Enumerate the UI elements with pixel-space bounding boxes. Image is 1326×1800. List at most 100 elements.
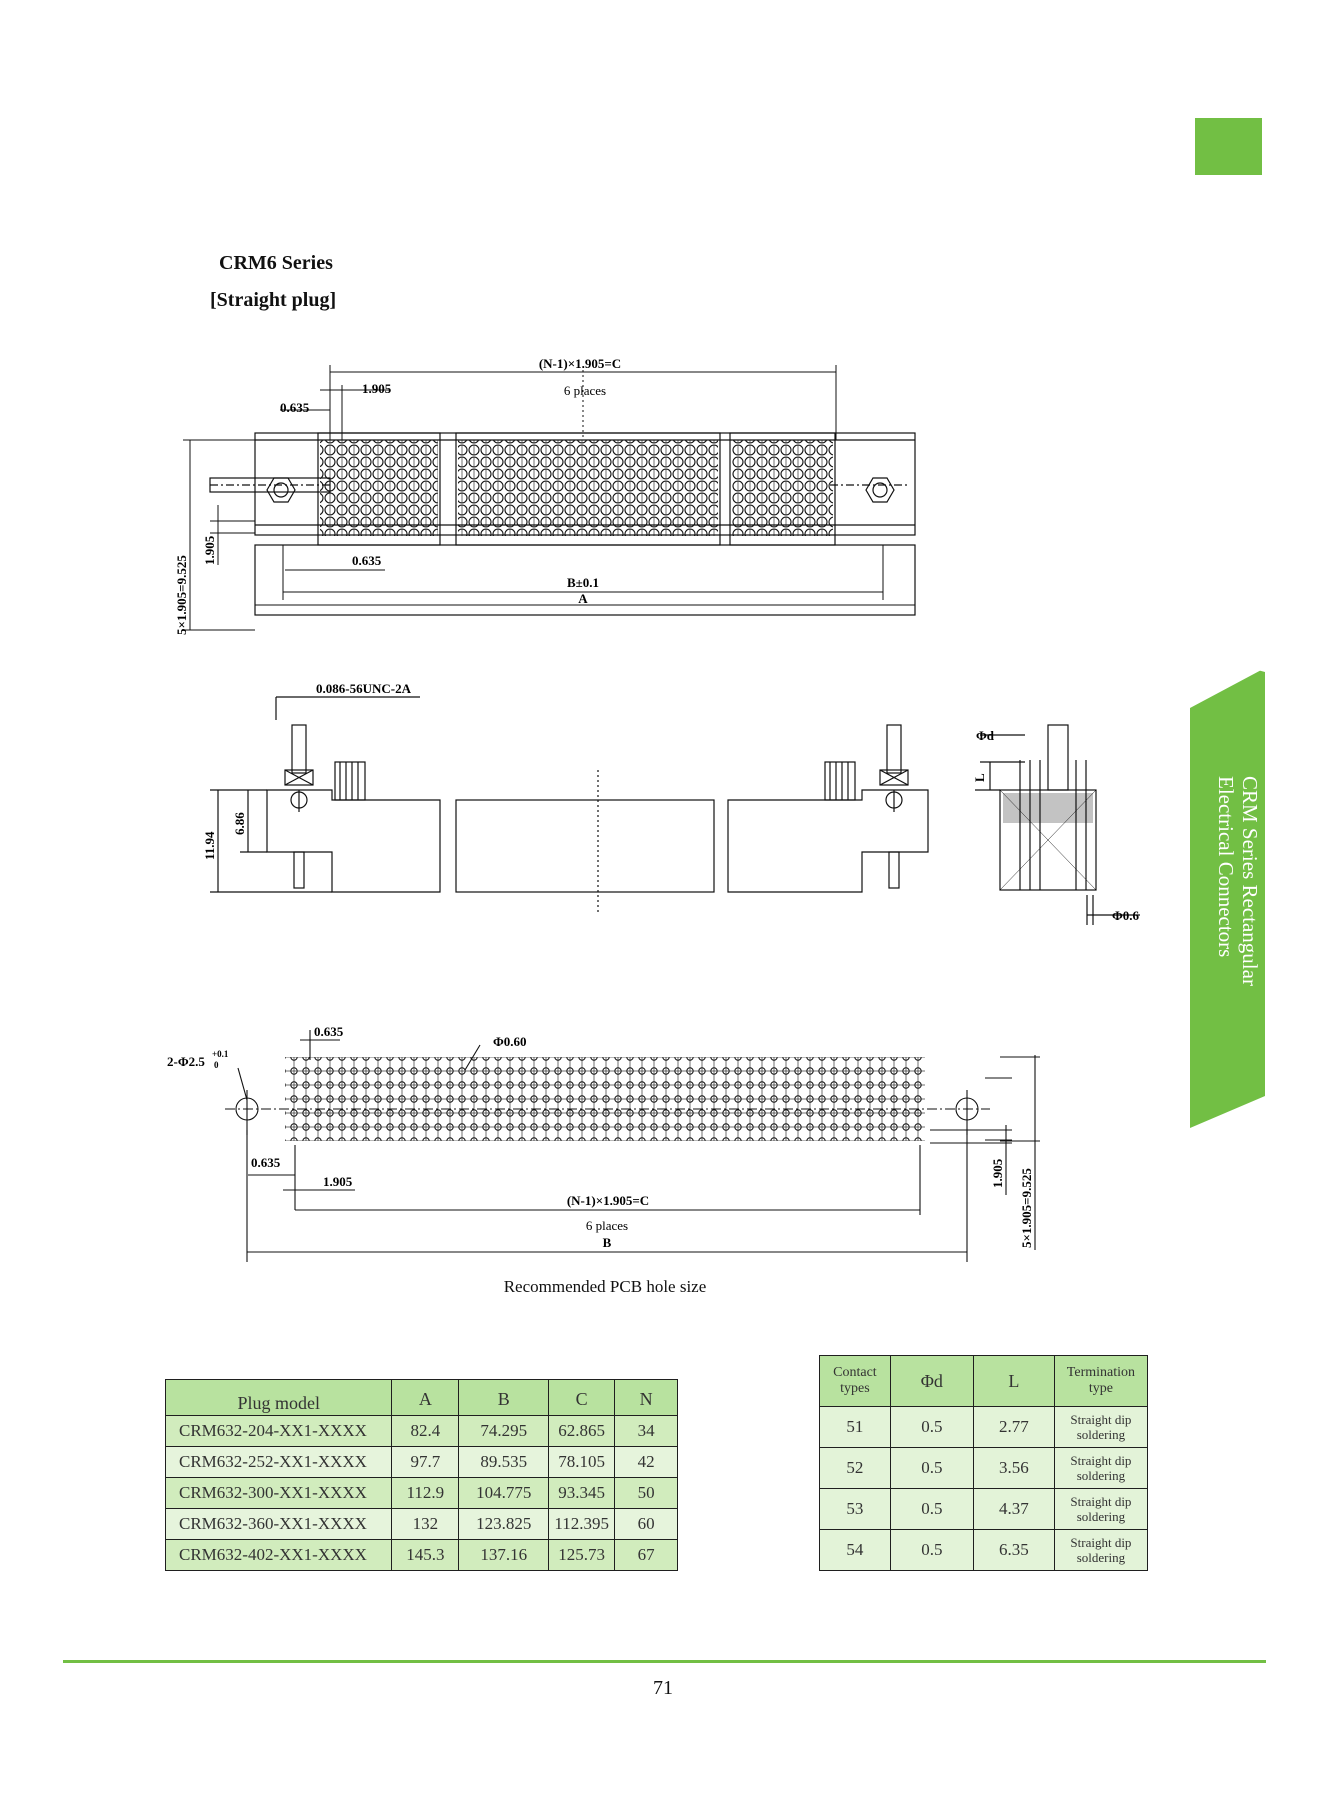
- series-title: CRM6 Series: [219, 252, 333, 274]
- height-total-label: 11.94: [202, 831, 217, 860]
- cell: 54: [819, 1529, 891, 1571]
- cell: CRM632-300-XX1-XXXX: [164, 1477, 393, 1509]
- cell: 0.5: [889, 1488, 974, 1530]
- dim-c-label: (N-1)×1.905=C: [567, 1193, 649, 1208]
- side-tab: [1190, 668, 1265, 1128]
- cell: 0.5: [889, 1447, 974, 1489]
- col-header-phi-d: Φd: [889, 1355, 974, 1407]
- mount-hole-label: 2-Φ2.5: [167, 1054, 205, 1069]
- height-total-label: 5×1.905=9.525: [1019, 1168, 1034, 1248]
- cell: 112.9: [391, 1477, 460, 1509]
- corner-color-block: [1195, 118, 1262, 175]
- cell: 6.35: [972, 1529, 1055, 1571]
- cell: 67: [614, 1539, 678, 1571]
- cell: 0.5: [889, 1406, 974, 1448]
- cell: 60: [614, 1508, 678, 1540]
- cell: 51: [819, 1406, 891, 1448]
- pitch-label: 1.905: [362, 381, 392, 396]
- cell: 97.7: [391, 1446, 460, 1478]
- pitch-label: 1.905: [323, 1174, 353, 1189]
- col-header-c: C: [548, 1379, 616, 1416]
- cell: 42: [614, 1446, 678, 1478]
- side-tab-line2: Electrical Connectors: [1214, 776, 1238, 958]
- cell: 145.3: [391, 1539, 460, 1571]
- cell: 3.56: [972, 1447, 1055, 1489]
- pin-dia-label: Φ0.6: [1112, 908, 1140, 923]
- figure-caption: Recommended PCB hole size: [503, 1277, 707, 1296]
- table-header-row: Contact types Φd L Termination type: [819, 1355, 1149, 1407]
- table-row: 53 0.5 4.37 Straight dip soldering: [819, 1488, 1149, 1530]
- table-row: 52 0.5 3.56 Straight dip soldering: [819, 1447, 1149, 1489]
- series-subtitle: [Straight plug]: [210, 289, 337, 311]
- side-view-drawing: 0.086-56UNC-2A 11.94 6.86 Φd L Φ0.6: [202, 681, 1140, 925]
- cell: CRM632-360-XX1-XXXX: [164, 1508, 393, 1540]
- cell: 0.5: [889, 1529, 974, 1571]
- footer-rule: [63, 1660, 1266, 1663]
- cell: Straight dip soldering: [1053, 1406, 1149, 1448]
- col-header-contact-types: Contact types: [819, 1355, 891, 1407]
- table-row: 51 0.5 2.77 Straight dip soldering: [819, 1406, 1149, 1448]
- contact-types-table: Contact types Φd L Termination type 51 0…: [819, 1355, 1149, 1571]
- dim-c-label: (N-1)×1.905=C: [539, 356, 621, 371]
- col-header-b: B: [458, 1379, 550, 1416]
- table-row: 54 0.5 6.35 Straight dip soldering: [819, 1529, 1149, 1571]
- cell: 78.105: [548, 1446, 616, 1478]
- height-small-label: 1.905: [990, 1158, 1005, 1188]
- plug-model-table: Plug model A B C N CRM632-204-XX1-XXXX 8…: [164, 1379, 678, 1571]
- top-view-drawing: (N-1)×1.905=C 6 places 1.905 0.635 0.635…: [174, 356, 916, 635]
- cell: 52: [819, 1447, 891, 1489]
- dim-a-label: A: [578, 591, 588, 606]
- cell: CRM632-204-XX1-XXXX: [164, 1415, 393, 1447]
- cell: 112.395: [548, 1508, 616, 1540]
- cell: 53: [819, 1488, 891, 1530]
- cell: 74.295: [458, 1415, 550, 1447]
- offset-bottom-label: 0.635: [352, 553, 382, 568]
- cell: 2.77: [972, 1406, 1055, 1448]
- table-header-row: Plug model A B C N: [164, 1379, 678, 1416]
- offset-top-label: 0.635: [314, 1024, 344, 1039]
- tolerance-lower: 0: [214, 1060, 219, 1070]
- cell: 62.865: [548, 1415, 616, 1447]
- tolerance-upper: +0.1: [212, 1049, 229, 1059]
- col-header-a: A: [391, 1379, 460, 1416]
- cell: 82.4: [391, 1415, 460, 1447]
- offset-top-label: 0.635: [280, 400, 310, 415]
- dim-b-label: B±0.1: [567, 575, 599, 590]
- cell: 4.37: [972, 1488, 1055, 1530]
- cell: 132: [391, 1508, 460, 1540]
- col-header-n: N: [614, 1379, 678, 1416]
- cell: 125.73: [548, 1539, 616, 1571]
- side-tab-line1: CRM Series Rectangular: [1238, 776, 1262, 986]
- cell: CRM632-252-XX1-XXXX: [164, 1446, 393, 1478]
- table-row: CRM632-300-XX1-XXXX 112.9 104.775 93.345…: [164, 1477, 678, 1509]
- len-l-label: L: [972, 773, 987, 782]
- cell: 137.16: [458, 1539, 550, 1571]
- table-row: CRM632-360-XX1-XXXX 132 123.825 112.395 …: [164, 1508, 678, 1540]
- page-number: 71: [653, 1677, 673, 1699]
- cell: Straight dip soldering: [1053, 1529, 1149, 1571]
- col-header-l: L: [972, 1355, 1055, 1407]
- cell: Straight dip soldering: [1053, 1447, 1149, 1489]
- hole-dia-label: Φ0.60: [493, 1034, 527, 1049]
- offset-side-label: 0.635: [251, 1155, 281, 1170]
- table-row: CRM632-402-XX1-XXXX 145.3 137.16 125.73 …: [164, 1539, 678, 1571]
- phi-d-label: Φd: [976, 728, 995, 743]
- cell: 50: [614, 1477, 678, 1509]
- pcb-hole-drawing: 2-Φ2.5 +0.1 0 0.635 Φ0.60 0.635 1.905 (N…: [167, 1024, 1040, 1262]
- table-row: CRM632-252-XX1-XXXX 97.7 89.535 78.105 4…: [164, 1446, 678, 1478]
- cell: 89.535: [458, 1446, 550, 1478]
- places-label: 6 places: [564, 383, 606, 398]
- col-header-termination: Termination type: [1053, 1355, 1149, 1407]
- height-total-label: 5×1.905=9.525: [174, 555, 189, 635]
- height-body-label: 6.86: [232, 812, 247, 835]
- cell: Straight dip soldering: [1053, 1488, 1149, 1530]
- side-tab-text: CRM Series Rectangular Electrical Connec…: [1202, 776, 1262, 1116]
- cell: CRM632-402-XX1-XXXX: [164, 1539, 393, 1571]
- cell: 34: [614, 1415, 678, 1447]
- table-row: CRM632-204-XX1-XXXX 82.4 74.295 62.865 3…: [164, 1415, 678, 1447]
- cell: 93.345: [548, 1477, 616, 1509]
- height-small-label: 1.905: [202, 535, 217, 565]
- dim-b-label: B: [603, 1235, 612, 1250]
- thread-label: 0.086-56UNC-2A: [316, 681, 412, 696]
- col-header-plug-model: Plug model: [164, 1379, 393, 1416]
